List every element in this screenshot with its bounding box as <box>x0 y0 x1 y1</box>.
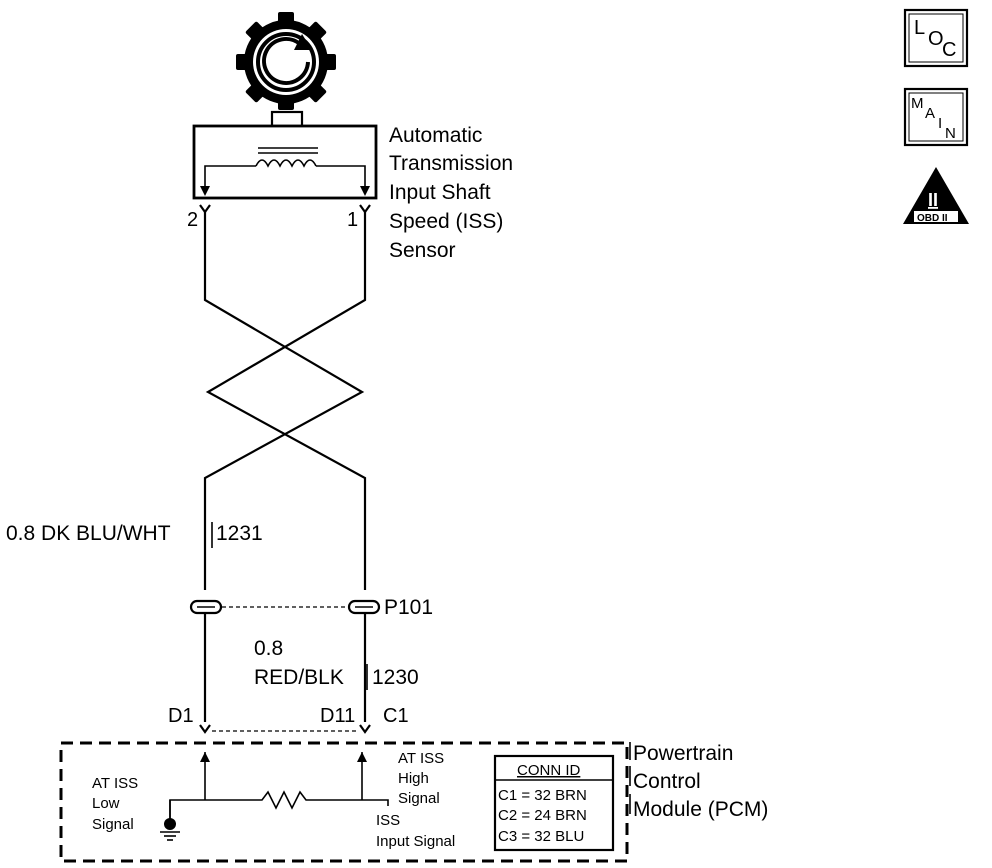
low-signal-label: AT ISS Low Signal <box>92 775 142 833</box>
loc-icon[interactable]: L O C <box>903 8 969 68</box>
twisted-pair <box>203 212 367 590</box>
coil-icon <box>200 147 370 196</box>
sensor-pin-2: 2 <box>187 204 211 231</box>
sensor-label: Automatic Transmission Input Shaft Speed… <box>389 124 519 262</box>
main-icon[interactable]: M A I N <box>903 87 969 147</box>
pin-d11: D11 <box>320 705 355 727</box>
sensor-shaft <box>270 110 304 128</box>
svg-text:M: M <box>911 95 924 112</box>
conn-id-table: CONN ID C1 = 32 BRN C2 = 24 BRN C3 = 32 … <box>493 754 615 852</box>
svg-text:CONN ID: CONN ID <box>517 762 581 779</box>
pin-d1-terminal <box>199 724 211 734</box>
svg-text:C2 = 24 BRN: C2 = 24 BRN <box>498 807 587 824</box>
connector-c1: C1 <box>383 705 409 727</box>
pcm-internal-circuit <box>169 752 389 828</box>
ground-icon <box>160 818 180 841</box>
input-signal-label: ISS Input Signal <box>376 812 455 850</box>
sensor-body <box>192 124 378 200</box>
svg-text:II: II <box>928 190 938 210</box>
svg-text:1: 1 <box>347 209 358 231</box>
svg-text:C3 = 32 BLU: C3 = 32 BLU <box>498 828 584 845</box>
svg-text:RED/BLK: RED/BLK <box>254 666 344 689</box>
pcm-label: Powertrain Control Module (PCM) <box>629 742 768 821</box>
svg-text:Powertrain Control: Powertrain Control Module (PCM) <box>633 742 768 821</box>
svg-text:I: I <box>938 115 942 132</box>
svg-text:C1 = 32 BRN: C1 = 32 BRN <box>498 787 587 804</box>
svg-text:C: C <box>942 39 956 61</box>
reluctor-wheel-icon <box>236 12 336 110</box>
svg-text:OBD II: OBD II <box>917 213 948 224</box>
svg-text:1230: 1230 <box>372 666 419 689</box>
wire-circuit-left: 1231 <box>216 522 263 545</box>
high-signal-label: AT ISS High Signal <box>398 750 448 807</box>
svg-text:A: A <box>925 105 935 122</box>
svg-text:L: L <box>914 17 925 39</box>
inline-connector-p101: P101 <box>189 596 433 619</box>
svg-text:2: 2 <box>187 209 198 231</box>
svg-text:0.8: 0.8 <box>254 637 283 660</box>
pin-d1: D1 <box>168 705 194 727</box>
obd-ii-icon[interactable]: II OBD II <box>903 167 969 224</box>
sensor-pin-1: 1 <box>347 204 371 231</box>
svg-text:O: O <box>928 28 944 50</box>
svg-text:N: N <box>945 125 956 142</box>
wire-label-right: 0.8 RED/BLK 1230 <box>254 637 419 690</box>
svg-text:P101: P101 <box>384 596 433 619</box>
wire-label-left: 0.8 DK BLU/WHT <box>6 522 171 545</box>
pin-d11-terminal <box>359 724 371 734</box>
